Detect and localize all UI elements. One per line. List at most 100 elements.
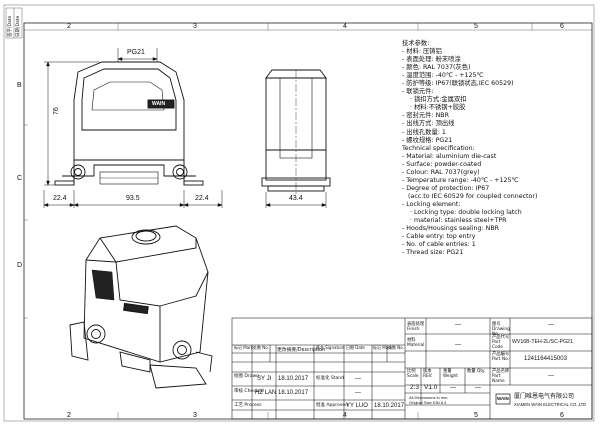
partno-value: 1241164415003 [524,356,567,362]
approved-label: 批准 Approved [316,403,349,408]
std-value: — [355,376,361,382]
spec-line: - Material: aluminium die-cast [402,152,497,160]
col-label: 3 [193,23,197,30]
dim-height-label: 76 [53,107,60,115]
material-label: 材料 Material [407,338,425,348]
col-label: 2 [67,412,71,419]
spec-line: 技术参数: [402,40,430,47]
spec-line: · 材料:不锈钢+胶胶 [410,104,466,112]
product-mark: WAIN [152,101,166,107]
column-grid [24,23,592,419]
drawing-label: 图号 Drawing No. [492,322,510,337]
dim-side-width: 43.4 [289,195,303,202]
qty-label: 数量 Qty. [467,369,486,374]
head-mark2: 标记 Mark [373,345,393,350]
partname-label: 产品名称 Part Name [492,369,510,384]
left-strip-label: 签字/Date [8,15,13,37]
spec-line: - Cable entry: top entry [402,233,476,241]
checked-label: 审核 Checked [234,389,264,394]
spec-line: - 防护等级: IP67(联锁状态,IEC 60529) [402,80,514,88]
scale-label: 比例 Scale [407,369,419,379]
spec-line: - Degree of protection: IP67 [402,184,490,192]
drawn-name: SY JI [257,376,272,382]
spec-line: - 出线方式: 顶出线 [402,120,455,128]
spec-line: - No. of cable entries: 1 [402,241,476,249]
company-en: XIAMEN WAIN ELECTRICAL CO.,LTD [514,402,587,407]
side-width-dimension [265,192,327,208]
col-label: 5 [474,23,478,30]
spec-line: - Colour: RAL 7037(grey) [402,168,480,176]
row-label: D [17,262,23,269]
head-qty: 处数 No. [253,345,269,350]
approved-name: YY LUO [346,403,368,409]
spec-line: · 锁扣方式:金属双扣 [410,96,467,104]
weight-value: — [450,385,456,391]
checked-date: 18.10.2017 [278,390,309,396]
surface-label: 表面处理 Finish [407,322,425,332]
pg-dimension [117,48,158,62]
row-label: B [17,82,22,89]
spec-line: - Locking element: [402,200,461,208]
spec-line: - Temperature range: -40℃ - +125℃ [402,176,519,184]
surface-value: — [455,322,461,328]
dim-pg-label: PG21 [127,49,145,56]
spec-line: - 螺纹规格: PG21 [402,136,453,144]
width-dimensions [43,190,223,208]
process-label: 工艺 Process [234,403,262,408]
side-view [261,69,331,195]
col-label: 4 [343,23,347,30]
col-label: 4 [343,412,347,419]
rev-value: V1.0 [424,384,438,391]
spec-line: - Surface: powder-coated [402,160,482,168]
spec-line: · Locking type: double locking latch [410,208,522,216]
weight-label: 重量 Weight [443,369,458,379]
spec-line: - 颜色: RAL 7037(灰色) [402,64,471,72]
checked-name: HZ LAN [255,390,277,396]
col-label: 6 [560,412,564,419]
rev-label: 版本 REV. [423,369,433,379]
sheet-border [3,4,595,422]
company-cn: 厦门唯恩电气有限公司 [514,393,575,400]
head-mark: 标记 Mark [234,345,254,350]
approved-date: 18.10.2017 [374,403,405,409]
spec-line: Technical specification: [402,144,475,152]
drawn-label: 绘图 Drawn [234,374,260,379]
checked-dash: — [355,390,361,396]
partcode-label: 产品代号 Part Code [492,335,510,350]
spec-line: - 表面处理: 粉末喷涂 [402,56,461,64]
front-view [54,61,204,186]
isometric-view [69,225,213,389]
row-label: C [17,175,23,182]
partname-value: — [548,373,554,379]
dim-left-flange: 22.4 [53,195,67,202]
paper-note: Original Size DIN A 4 [409,400,447,405]
spec-list: 技术参数: - 材料: 压铸铝 - 表面处理: 粉末喷涂 - 颜色: RAL 7… [402,40,592,257]
company-logo: WAIN [497,396,509,401]
drawing-value: — [548,322,554,328]
spec-line: - 联锁元件: [402,88,434,96]
left-strip-label: 日期/Date [16,15,21,37]
partcode-value: WV16B-TEH-2L/SC-PG21 [512,339,573,345]
spec-line: - Hoods/Housings sealing: NBR [402,225,500,233]
head-date: 日期 Date [346,345,365,350]
drawn-date: 18.10.2017 [278,376,309,382]
col-label: 2 [67,23,71,30]
spec-line: (acc.to IEC 60529 for coupled connector) [408,192,538,200]
spec-line: - 出线孔数量: 1 [402,128,446,136]
head-sign: 签名 Signature [316,345,345,350]
spec-line: - 密封元件: NBR [402,112,449,120]
spec-line: - 温度范围: -40℃ - +125℃ [402,72,484,80]
units-note: All Dimensions in mm [409,395,448,400]
scale-value: 2:3 [410,384,420,391]
std-label: 标准化 Stand [316,376,345,381]
spec-line: - 材料: 压铸铝 [402,48,442,56]
head-change: 更改摘要/Description [277,348,326,353]
dim-width: 93.5 [126,195,140,202]
col-label: 3 [193,412,197,419]
left-strip [5,7,23,39]
height-dimension [44,61,100,186]
qty-value: — [475,385,481,391]
partno-label: 产品编号 Part No. [492,352,510,362]
material-value: — [455,342,461,348]
